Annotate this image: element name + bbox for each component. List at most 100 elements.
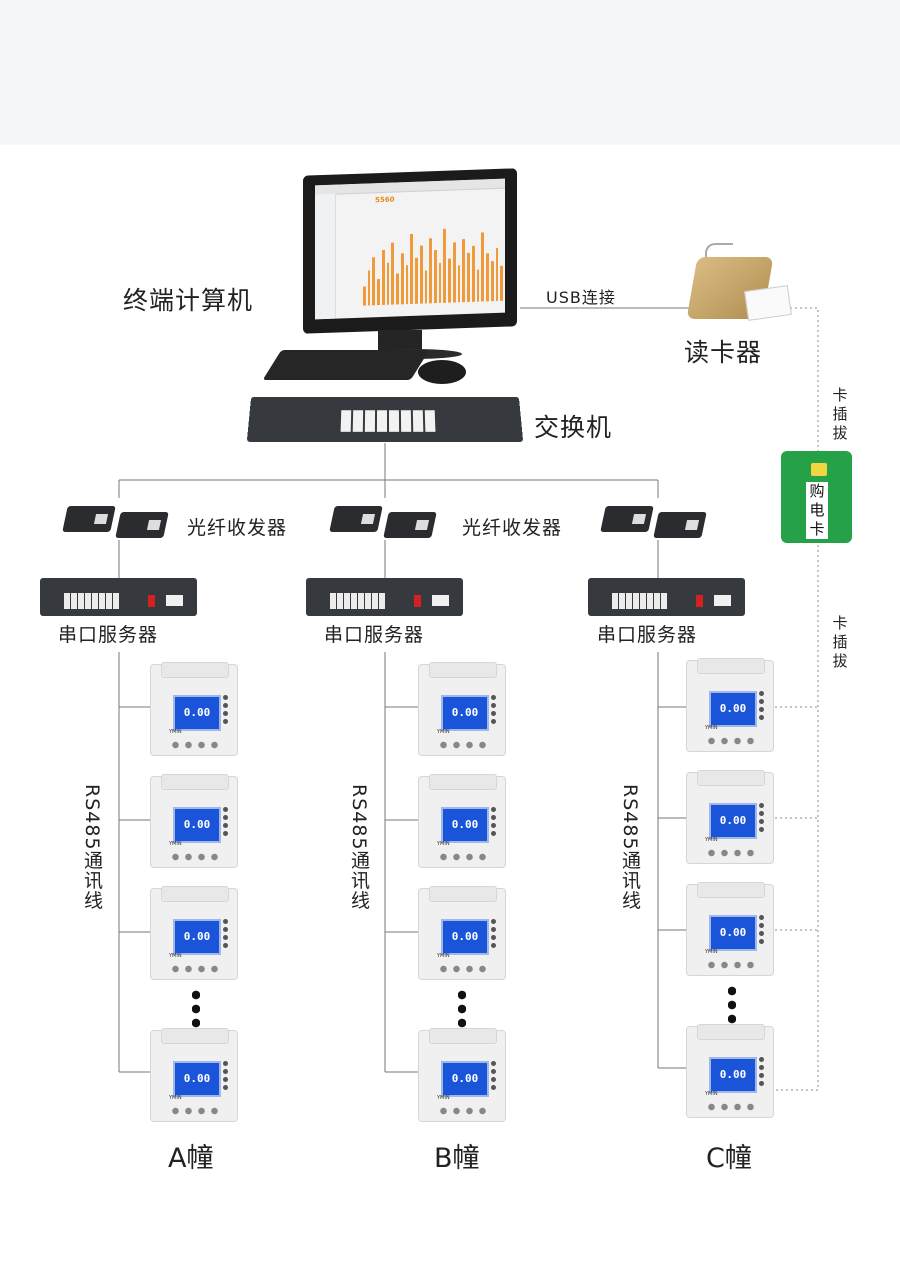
screen-bar <box>495 248 499 302</box>
usb-connection-label: USB连接 <box>546 288 616 307</box>
screen-bar <box>457 265 461 303</box>
card-insert-label-top: 卡插拔 <box>832 386 848 442</box>
meter-brand: YMIN <box>705 725 718 731</box>
mouse <box>418 360 466 384</box>
switch-label: 交换机 <box>534 413 613 442</box>
meter-reading: 0.00 <box>719 814 747 827</box>
screen-bar <box>438 263 442 303</box>
meter-reading: 0.00 <box>451 706 479 719</box>
monitor: 5560 <box>303 168 517 334</box>
meter-reading: 0.00 <box>719 702 747 715</box>
meter-brand: YMIN <box>437 841 450 847</box>
meter-reading: 0.00 <box>451 818 479 831</box>
screen-bar <box>448 258 451 303</box>
fiber-transceiver-a2 <box>115 512 169 538</box>
serial-server-c <box>588 578 745 616</box>
screen-bar <box>481 232 485 302</box>
screen-bar <box>377 278 380 306</box>
screen-bar <box>476 269 480 302</box>
screen-bar <box>405 265 409 305</box>
reader-cable <box>705 243 733 263</box>
fiber-transceiver-b2 <box>383 512 437 538</box>
fiber-transceiver-a1 <box>62 506 116 532</box>
screen-bar <box>419 245 423 304</box>
screen-bar <box>471 245 475 302</box>
meter-brand: YMIN <box>169 841 182 847</box>
screen-bar <box>467 252 470 303</box>
fiber-transceiver-c1 <box>600 506 654 532</box>
building-label-c: C幢 <box>706 1143 752 1174</box>
ellipsis-c <box>728 984 736 1026</box>
ellipsis-b <box>458 988 466 1030</box>
monitor-screen: 5560 <box>315 178 505 320</box>
rs485-label-b: RS485通讯线 <box>348 784 370 911</box>
keyboard <box>262 350 430 380</box>
rs485-label-a: RS485通讯线 <box>81 784 103 911</box>
screen-bar <box>462 238 466 303</box>
screen-bar <box>363 286 366 306</box>
serial-server-a <box>40 578 197 616</box>
meter-reading: 0.00 <box>183 1072 211 1085</box>
serial-server-b <box>306 578 463 616</box>
meter-brand: YMIN <box>705 1091 718 1097</box>
meter-brand: YMIN <box>437 729 450 735</box>
screen-number: 5560 <box>375 195 395 205</box>
screen-bar <box>415 257 418 304</box>
screen-bar <box>486 253 489 302</box>
meter-brand: YMIN <box>705 949 718 955</box>
meter-reading: 0.00 <box>183 818 211 831</box>
switch-ports <box>340 410 438 432</box>
meter-brand: YMIN <box>705 837 718 843</box>
screen-bar <box>396 273 399 305</box>
building-label-b: B幢 <box>434 1143 480 1174</box>
fiber-transceiver-label-2: 光纤收发器 <box>462 517 563 539</box>
screen-bar <box>443 228 447 303</box>
meter-brand: YMIN <box>169 1095 182 1101</box>
meter-brand: YMIN <box>437 953 450 959</box>
meter-brand: YMIN <box>169 729 182 735</box>
card-reader-label: 读卡器 <box>684 338 763 367</box>
fiber-transceiver-label-1: 光纤收发器 <box>187 517 288 539</box>
screen-bar <box>452 242 456 303</box>
building-label-a: A幢 <box>168 1143 214 1174</box>
reader-inserted-card <box>744 285 792 321</box>
serial-server-label-c: 串口服务器 <box>597 624 698 646</box>
screen-bar <box>429 238 433 304</box>
meter-reading: 0.00 <box>719 926 747 939</box>
screen-bar <box>434 250 437 304</box>
power-card-label: 购电卡 <box>806 482 828 539</box>
serial-server-label-a: 串口服务器 <box>58 624 159 646</box>
screen-bar <box>372 256 376 306</box>
network-switch <box>246 396 524 442</box>
top-band <box>0 0 900 145</box>
screen-bar <box>400 253 404 305</box>
screen-bar <box>391 242 395 305</box>
meter-reading: 0.00 <box>451 930 479 943</box>
meter-reading: 0.00 <box>451 1072 479 1085</box>
meter-reading: 0.00 <box>183 930 211 943</box>
rs485-label-c: RS485通讯线 <box>619 784 641 911</box>
screen-bar <box>386 262 390 305</box>
screen-bar <box>367 270 371 306</box>
fiber-transceiver-c2 <box>653 512 707 538</box>
card-insert-label-bottom: 卡插拔 <box>832 614 848 670</box>
screen-bar-chart <box>363 213 504 306</box>
screen-bar <box>410 233 414 304</box>
meter-reading: 0.00 <box>719 1068 747 1081</box>
screen-header <box>315 178 505 196</box>
terminal-pc-label: 终端计算机 <box>123 286 254 315</box>
screen-bar <box>381 250 385 305</box>
ellipsis-a <box>192 988 200 1030</box>
card-chip-icon <box>811 463 827 476</box>
